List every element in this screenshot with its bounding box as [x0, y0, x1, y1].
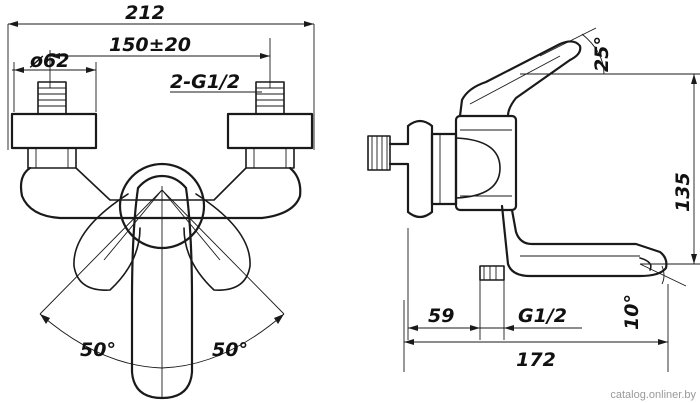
label-lever-angle: 25° — [591, 36, 613, 72]
side-lever: 25° — [458, 27, 660, 118]
dimension-flange-diameter: ø62 — [12, 50, 97, 112]
dimension-center-distance: 150±20 — [49, 34, 271, 88]
label-inlet-offset: 59 — [428, 305, 454, 327]
dimension-depth: 172 — [403, 284, 669, 372]
label-depth: 172 — [516, 349, 556, 371]
dimension-212: 212 — [7, 2, 315, 150]
dimension-spout-angle: 10° — [621, 263, 690, 330]
label-angle-right: 50° — [212, 339, 248, 361]
side-outlet-thread — [479, 265, 505, 281]
label-overall-width: 212 — [125, 2, 165, 24]
label-inlet-thread: 2-G1/2 — [170, 71, 240, 93]
label-angle-left: 50° — [80, 339, 116, 361]
side-body — [454, 114, 518, 212]
label-outlet-thread: G1/2 — [518, 305, 567, 327]
handle-front — [73, 174, 251, 400]
dimension-outlet-thread: G1/2 — [480, 280, 582, 340]
front-view: 212 150±20 ø62 2-G1/2 — [7, 2, 315, 400]
side-inlet-connector — [367, 119, 458, 219]
left-eccentric-connector — [10, 81, 98, 169]
label-spout-angle: 10° — [621, 294, 643, 330]
side-spout — [500, 204, 668, 278]
right-eccentric-connector — [226, 81, 314, 169]
dimension-inlet-offset: 59 — [407, 228, 481, 340]
label-center-distance: 150±20 — [109, 34, 191, 56]
label-flange-diameter: ø62 — [29, 50, 70, 72]
side-view: 25° 135 10° — [367, 27, 700, 372]
dimension-height: 135 — [520, 73, 700, 265]
watermark-text: catalog.onliner.by — [610, 389, 696, 401]
rotation-angles: 50° 50° — [39, 189, 285, 369]
label-height: 135 — [672, 172, 694, 212]
